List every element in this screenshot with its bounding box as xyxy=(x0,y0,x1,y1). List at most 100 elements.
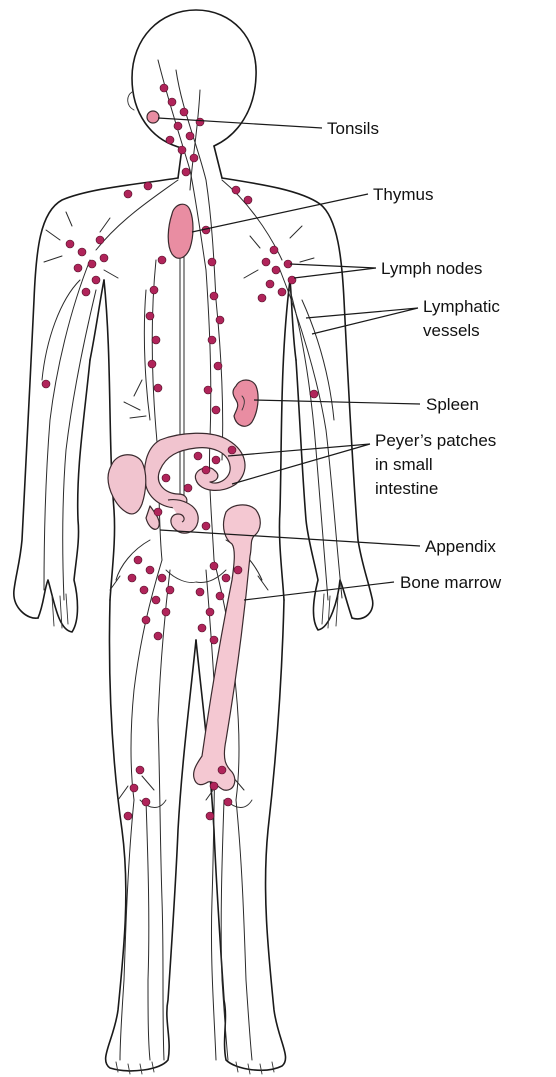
lymph-node xyxy=(206,608,214,616)
lymph-node xyxy=(202,522,210,530)
lymph-node xyxy=(272,266,280,274)
tonsil-shape xyxy=(147,111,159,123)
lymph-node xyxy=(154,508,162,516)
lymph-node xyxy=(146,566,154,574)
lymph-node xyxy=(168,98,176,106)
appendix-label: Appendix xyxy=(425,536,496,557)
lymph-node xyxy=(128,574,136,582)
peyers-patches-label-line1: Peyer’s patches xyxy=(375,430,496,451)
lymph-node xyxy=(258,294,266,302)
lymph-node xyxy=(232,186,240,194)
peyers-patches-label-line2: in small xyxy=(375,454,433,475)
bone-marrow-label: Bone marrow xyxy=(400,572,501,593)
lymphatic-vessels-leader xyxy=(306,308,418,334)
lymph-node xyxy=(130,784,138,792)
thymus-label: Thymus xyxy=(373,184,433,205)
lymph-node xyxy=(154,384,162,392)
lymph-node xyxy=(144,182,152,190)
lymphatic-vessels xyxy=(42,60,342,1060)
lymph-node xyxy=(228,446,236,454)
lymph-node xyxy=(216,316,224,324)
lymph-node xyxy=(124,190,132,198)
thymus-shape xyxy=(168,204,193,258)
spleen-shape xyxy=(233,380,258,426)
lymph-node xyxy=(262,258,270,266)
lymph-node xyxy=(216,592,224,600)
lymph-node xyxy=(234,566,242,574)
lymph-node xyxy=(210,782,218,790)
lymph-node xyxy=(202,466,210,474)
lymph-node xyxy=(266,280,274,288)
lymph-node xyxy=(158,574,166,582)
lymph-node xyxy=(178,146,186,154)
lymph-node xyxy=(208,336,216,344)
lymph-node xyxy=(180,108,188,116)
lymph-node xyxy=(78,248,86,256)
lymph-node xyxy=(224,798,232,806)
appendix-leader xyxy=(160,530,420,546)
lymph-node xyxy=(184,484,192,492)
lymph-node xyxy=(160,84,168,92)
lymph-node xyxy=(82,288,90,296)
lymph-node xyxy=(154,632,162,640)
lymph-node xyxy=(100,254,108,262)
lymph-node xyxy=(208,258,216,266)
lymph-node xyxy=(194,452,202,460)
lymph-nodes-leader xyxy=(290,264,376,278)
lymphatic-vessels-label-line2: vessels xyxy=(423,320,480,341)
body-outline xyxy=(14,10,373,1074)
lymph-node xyxy=(136,766,144,774)
femur-shape xyxy=(194,505,261,790)
spleen-label: Spleen xyxy=(426,394,479,415)
spleen-leader xyxy=(254,400,420,404)
lymph-node xyxy=(222,574,230,582)
lymph-node xyxy=(162,608,170,616)
lymphatic-vessels-label-line1: Lymphatic xyxy=(423,296,500,317)
lymph-node xyxy=(212,456,220,464)
lymph-node xyxy=(150,286,158,294)
lymph-node xyxy=(210,636,218,644)
lymph-node xyxy=(244,196,252,204)
peyers-patches-leader xyxy=(228,444,370,484)
lymph-node xyxy=(74,264,82,272)
lymph-node xyxy=(206,812,214,820)
lymph-node xyxy=(214,362,222,370)
lymph-node xyxy=(196,588,204,596)
thymus-leader xyxy=(192,194,368,232)
lymph-nodes-label: Lymph nodes xyxy=(381,258,482,279)
lymph-node xyxy=(278,288,286,296)
lymph-node xyxy=(196,118,204,126)
peyers-patches-label-line3: intestine xyxy=(375,478,438,499)
lymph-node xyxy=(218,766,226,774)
lymph-node xyxy=(152,596,160,604)
lymph-node xyxy=(158,256,166,264)
lymph-node xyxy=(288,276,296,284)
lymph-node xyxy=(140,586,148,594)
lymph-node xyxy=(142,798,150,806)
lymph-node xyxy=(152,336,160,344)
lymph-node xyxy=(210,562,218,570)
lymph-node xyxy=(148,360,156,368)
tonsils-label: Tonsils xyxy=(327,118,379,139)
lymph-node xyxy=(174,122,182,130)
lymph-node xyxy=(166,136,174,144)
lymph-node xyxy=(142,616,150,624)
lymph-node xyxy=(92,276,100,284)
lymph-node xyxy=(210,292,218,300)
lymph-node xyxy=(212,406,220,414)
tonsils-leader xyxy=(158,118,322,128)
organs xyxy=(108,111,260,790)
lymph-node xyxy=(96,236,104,244)
lymph-node xyxy=(162,474,170,482)
lymph-node xyxy=(270,246,278,254)
small-intestine-shape xyxy=(145,433,245,508)
lymph-node xyxy=(204,386,212,394)
lymph-node xyxy=(190,154,198,162)
lymph-node xyxy=(146,312,154,320)
lymph-node xyxy=(134,556,142,564)
lymph-node xyxy=(66,240,74,248)
lymph-node xyxy=(124,812,132,820)
lymph-node xyxy=(88,260,96,268)
lymph-node xyxy=(186,132,194,140)
lymph-node xyxy=(182,168,190,176)
